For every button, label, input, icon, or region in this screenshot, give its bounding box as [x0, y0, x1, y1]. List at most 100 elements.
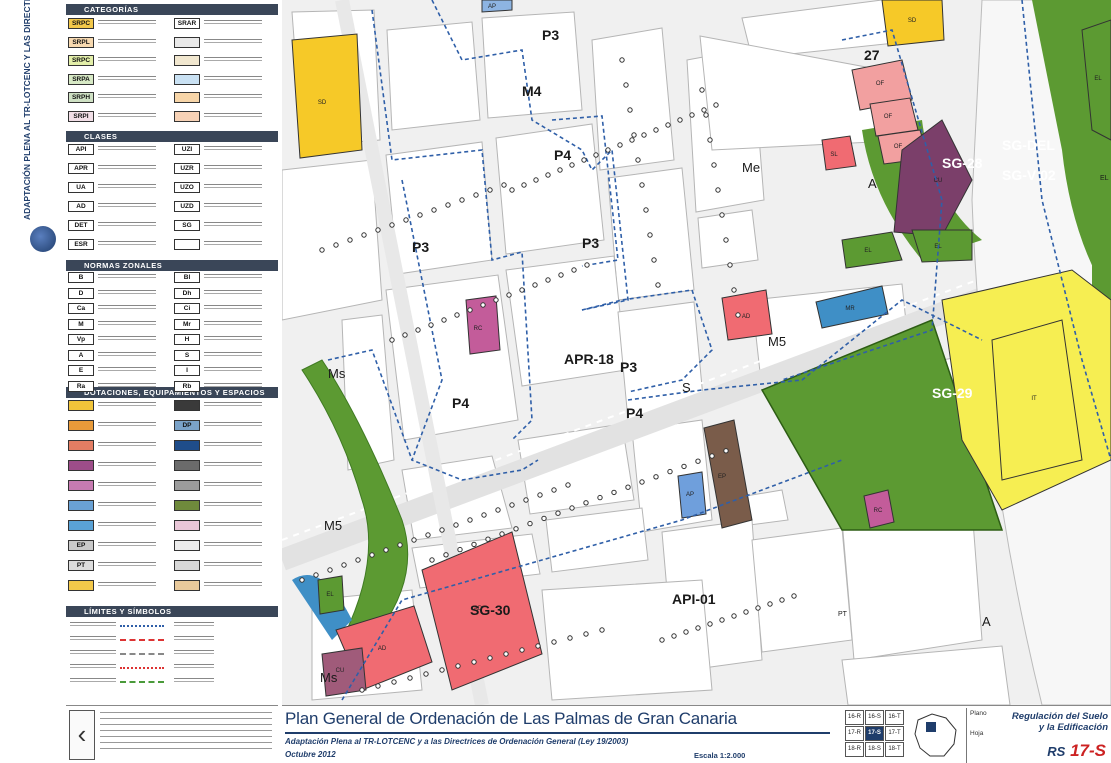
legend-description [204, 500, 262, 512]
zoned-building[interactable] [465, 295, 501, 355]
legend-item: Rb [174, 380, 274, 395]
legend-section-limites: LÍMITES Y SÍMBOLOS [66, 606, 278, 617]
zoned-building[interactable] [703, 419, 753, 529]
legend-description [70, 620, 116, 632]
zone-label: P4 [626, 405, 643, 421]
zoned-building[interactable] [1081, 19, 1111, 141]
zoned-building[interactable] [851, 59, 913, 111]
tree-icon [513, 526, 519, 532]
zoned-building[interactable] [841, 231, 903, 269]
zoned-building[interactable] [991, 319, 1083, 481]
sheet-cell[interactable]: 18-R [845, 742, 864, 757]
tree-icon [521, 182, 527, 188]
sheet-cell[interactable]: 16-S [865, 710, 884, 725]
sheet-cell[interactable]: 18-T [885, 742, 904, 757]
legend-section-normas: NORMAS ZONALES [66, 260, 278, 271]
tree-icon [347, 237, 353, 243]
back-button[interactable]: ‹ [69, 710, 95, 760]
legend-item [174, 239, 274, 253]
city-block[interactable] [591, 27, 675, 171]
plan-type-title-2: y la Edificación [1038, 722, 1108, 733]
legend-swatch [68, 400, 94, 411]
sheet-cell[interactable]: 17-T [885, 726, 904, 741]
legend-description [98, 420, 156, 432]
zone-boundary [627, 299, 983, 401]
tree-icon [487, 187, 493, 193]
city-block[interactable] [541, 579, 713, 701]
legend-swatch [174, 36, 200, 48]
tree-icon [683, 629, 689, 635]
tree-icon [417, 212, 423, 218]
zoned-building[interactable] [869, 97, 919, 137]
legend-item [174, 36, 274, 51]
city-block[interactable] [481, 11, 583, 119]
legend-item: SRAR [174, 18, 274, 32]
tree-icon [369, 552, 375, 558]
sg29-green-area[interactable] [760, 319, 1004, 531]
tree-icon [493, 297, 499, 303]
zone-label: APR-18 [564, 351, 614, 367]
zoned-building[interactable] [677, 471, 707, 519]
zone-boundary [431, 0, 629, 311]
zone-label: SG-DEL [1002, 137, 1055, 153]
legend-swatch [68, 500, 94, 511]
sheet-cell[interactable]: 17-R [845, 726, 864, 741]
zone-label: Ms [328, 366, 346, 381]
legend-swatch: Ra [68, 380, 94, 392]
city-block[interactable] [841, 507, 983, 661]
tree-icon [581, 157, 587, 163]
sheet-current[interactable]: 17-S [865, 726, 884, 741]
legend-swatch [174, 55, 200, 66]
zoned-building[interactable] [421, 531, 543, 691]
tree-icon [567, 635, 573, 641]
city-block[interactable] [495, 123, 605, 255]
tree-icon [611, 489, 617, 496]
map-canvas[interactable]: SDSDAPOFOFOFSLCUELELRCADMRELITEPAPRCADAD… [282, 0, 1111, 705]
tree-icon [719, 617, 725, 623]
legend-description [98, 92, 156, 104]
legend-swatch: PT [68, 560, 94, 571]
zoned-building[interactable] [821, 135, 857, 171]
zoned-building[interactable] [321, 647, 367, 697]
tree-icon [480, 302, 486, 308]
tree-icon [593, 152, 599, 158]
zoned-building[interactable] [291, 33, 363, 159]
legend-description [70, 662, 116, 674]
legend-swatch: SRPL [68, 36, 94, 48]
zoned-building[interactable] [317, 575, 345, 615]
city-block[interactable] [385, 141, 493, 275]
legend-line-sample [120, 653, 164, 655]
city-block[interactable] [751, 527, 853, 653]
legend-swatch: DET [68, 220, 94, 231]
zoned-building[interactable] [863, 489, 895, 529]
zone-label: P4 [452, 395, 469, 411]
sheet-cell[interactable]: 16-R [845, 710, 864, 725]
zoned-building[interactable] [721, 289, 773, 341]
zoned-building[interactable] [481, 0, 513, 13]
tree-icon [389, 222, 395, 228]
legend-swatch: SRPC [68, 55, 94, 66]
zone-label: M5 [768, 334, 786, 349]
zoned-building[interactable] [815, 285, 889, 329]
legend-item: Vp [68, 334, 168, 348]
city-block[interactable] [386, 21, 481, 131]
zoned-building[interactable] [893, 119, 973, 237]
tree-icon [653, 127, 659, 133]
legend-swatch: APR [68, 163, 94, 174]
legend-item: SRPC [68, 18, 168, 32]
tree-icon [503, 651, 509, 657]
city-block[interactable] [545, 507, 649, 573]
zone-label: M5 [324, 518, 342, 533]
sheet-cell[interactable]: 18-S [865, 742, 884, 757]
sheet-cell[interactable]: 16-T [885, 710, 904, 725]
legend-line-sample [120, 625, 164, 627]
legend-item: UA [68, 182, 168, 196]
city-block[interactable] [282, 159, 383, 321]
zoned-building[interactable] [911, 229, 973, 263]
city-block[interactable] [841, 645, 1011, 705]
tree-icon [655, 282, 661, 288]
legend-description [204, 319, 262, 331]
legend-limit-item [70, 662, 270, 676]
